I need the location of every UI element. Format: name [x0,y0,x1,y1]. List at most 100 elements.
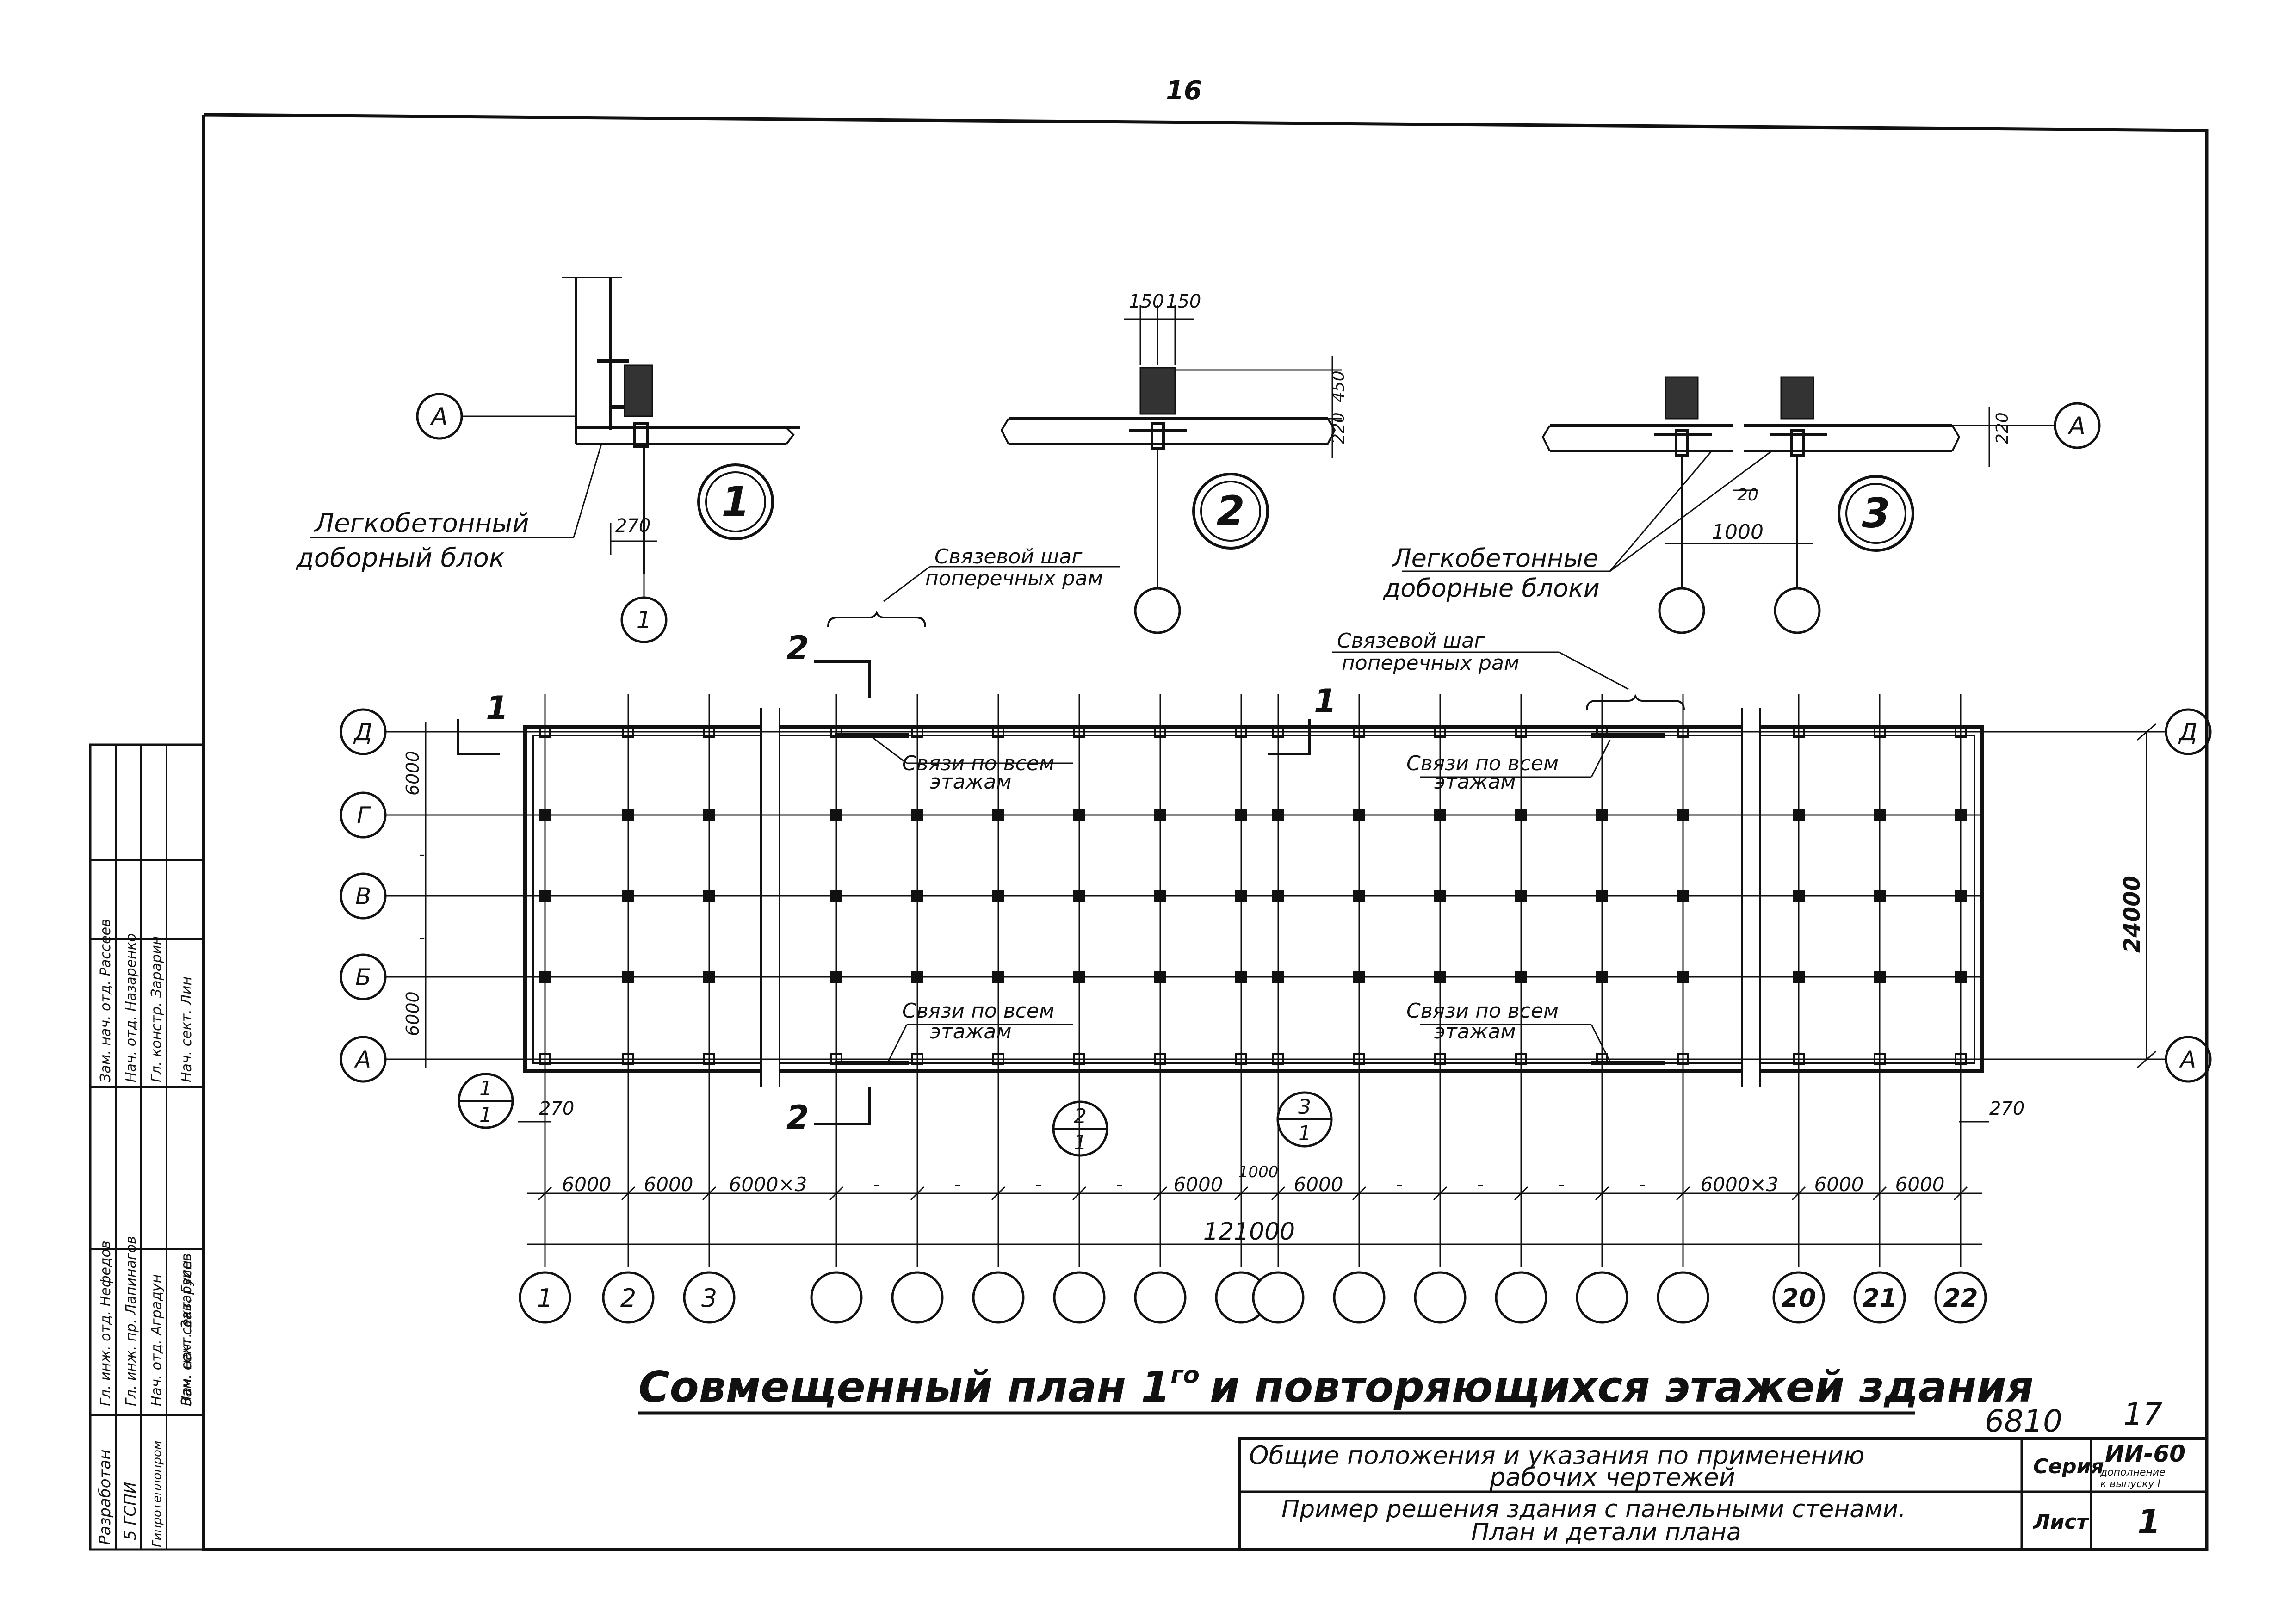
title-text-rest: и повторяющихся этажей здания [1210,1362,2034,1412]
axis-bubble-a-right-label: А [2179,1046,2196,1073]
column-marker [911,890,923,902]
detail-marker-2-number: 2 [1216,487,1244,535]
row-dim-3: - [419,927,425,948]
column-marker [703,890,715,902]
column-marker [830,809,842,821]
column-axis-label: 2 [620,1284,636,1313]
bay-dimension: 6000 [1814,1173,1864,1196]
column-marker [1793,890,1805,902]
axis-bubble-d-label: Д [353,719,372,746]
column-marker [1353,890,1365,902]
row-dimensions: 6000 - - 6000 [402,722,427,1068]
bracing-label-3-line2: этажам [930,1020,1012,1044]
edge-dim-left: 270 [539,1098,574,1119]
axis-bubble-a-right [2165,1036,2212,1083]
bay-dimension: - [1116,1173,1123,1196]
bay-dimension: 6000 [562,1173,612,1196]
column-marker [1434,809,1446,821]
title-text: Совмещенный план 1 [638,1362,1170,1412]
column-axis-bubble [1657,1271,1709,1324]
bracing-label-2-line2: этажам [1434,770,1516,794]
column-axis-bubble [891,1271,944,1324]
column-marker [1434,726,1446,738]
section-mark-2a: 2 [786,629,809,667]
column-block-right [1780,376,1814,420]
detail-references: 1 1 2 1 3 1 [458,1073,1333,1157]
detail-1-label-line1: Легкобетонный [314,508,529,538]
column-marker [1874,726,1886,738]
side-stamp-row: Гл. констр. Зарарин [149,936,165,1082]
row-axes: Д Г В Б А Д А [340,708,2212,1083]
axis-bubble-empty [1774,587,1821,634]
floor-plan: Д Г В Б А Д А 6000 - - 6000 240 [340,545,2212,1324]
bracing-label-1-line1: Связи по всем [902,752,1054,775]
bay-dimension: 6000 [644,1173,693,1196]
section-mark-1b: 1 [1314,682,1337,720]
column-marker [1677,726,1689,738]
column-marker [1272,971,1284,983]
column-marker [1793,971,1805,983]
axis-bubble-g [340,791,387,839]
column-marker [1955,809,1967,821]
plan-outline [523,708,1984,1087]
bay-dimension: - [1035,1173,1042,1196]
axis-bubble-a-label: А [2067,412,2086,440]
column-marker [911,971,923,983]
detail-ref-1-top: 1 [479,1077,492,1100]
column-marker [1677,1053,1689,1065]
column-axis-bubble [1134,1271,1187,1324]
column-marker [992,890,1004,902]
side-stamp-row: Гл. инж. отд. Нефедов [98,1241,114,1406]
axis-bubble-d-right-label: Д [2178,719,2197,746]
side-stamp-row: Нач. отд. Аградун [149,1274,165,1406]
detail-2-dim-left: 150 [1129,291,1164,312]
detail-3-label-line2: доборные блоки [1383,574,1600,603]
detail-marker-3-number: 3 [1862,489,1890,537]
side-stamp-row: Зам. нач. сект. Гусев [179,1253,195,1406]
column-marker [1874,890,1886,902]
column-marker [1596,809,1608,821]
axis-bubble-empty [1658,587,1705,634]
bay-dimension: - [1558,1173,1565,1196]
column-marker [1515,809,1527,821]
section-mark-2b: 2 [786,1099,809,1136]
column-marker [1955,1053,1967,1065]
column-marker [1955,971,1967,983]
column-marker [1596,971,1608,983]
detail-ref-3-bottom: 1 [1298,1122,1311,1145]
column-axis-bubble [810,1271,863,1324]
column-axis-bubble [683,1271,736,1324]
column-axis-bubble [1495,1271,1547,1324]
detail-2-dim-slab: 220 [1329,412,1348,444]
column-axis-bubble [1934,1271,1987,1324]
column-marker [1515,726,1527,738]
column-axis-bubble [1333,1271,1386,1324]
stamp-series-label: Серия [2033,1455,2104,1478]
row-dim-1: 6000 [402,751,423,796]
column-marker [1272,809,1284,821]
column-marker [622,971,634,983]
column-marker [703,726,715,738]
light-concrete-block [624,364,653,417]
detail-3-dim-gap: 20 [1737,486,1758,505]
column-marker [1272,890,1284,902]
sheet-border [202,113,2209,1551]
bay-dimension: 6000 [1895,1173,1945,1196]
column-marker [622,726,634,738]
bracing-label-2-line1: Связи по всем [1406,752,1559,775]
column-marker [1677,890,1689,902]
column-marker [622,1053,634,1065]
column-marker [1353,809,1365,821]
bay-labels: Связевой шаг поперечных рам Связевой шаг… [827,545,1685,710]
column-marker [992,809,1004,821]
column-marker [911,809,923,821]
column-marker [1272,726,1284,738]
stamp-sheet-value: 1 [2137,1502,2160,1541]
bracing-label-4-line1: Связи по всем [1406,999,1559,1023]
column-marker [703,1053,715,1065]
column-axis-bubble [1772,1271,1825,1324]
stamp-code: 6810 [1985,1403,2062,1439]
detail-marker-2 [1192,473,1269,550]
side-stamp-row: Гл. инж. пр. Лапинагов [123,1236,139,1406]
bay-dimension: 6000 [1294,1173,1343,1196]
